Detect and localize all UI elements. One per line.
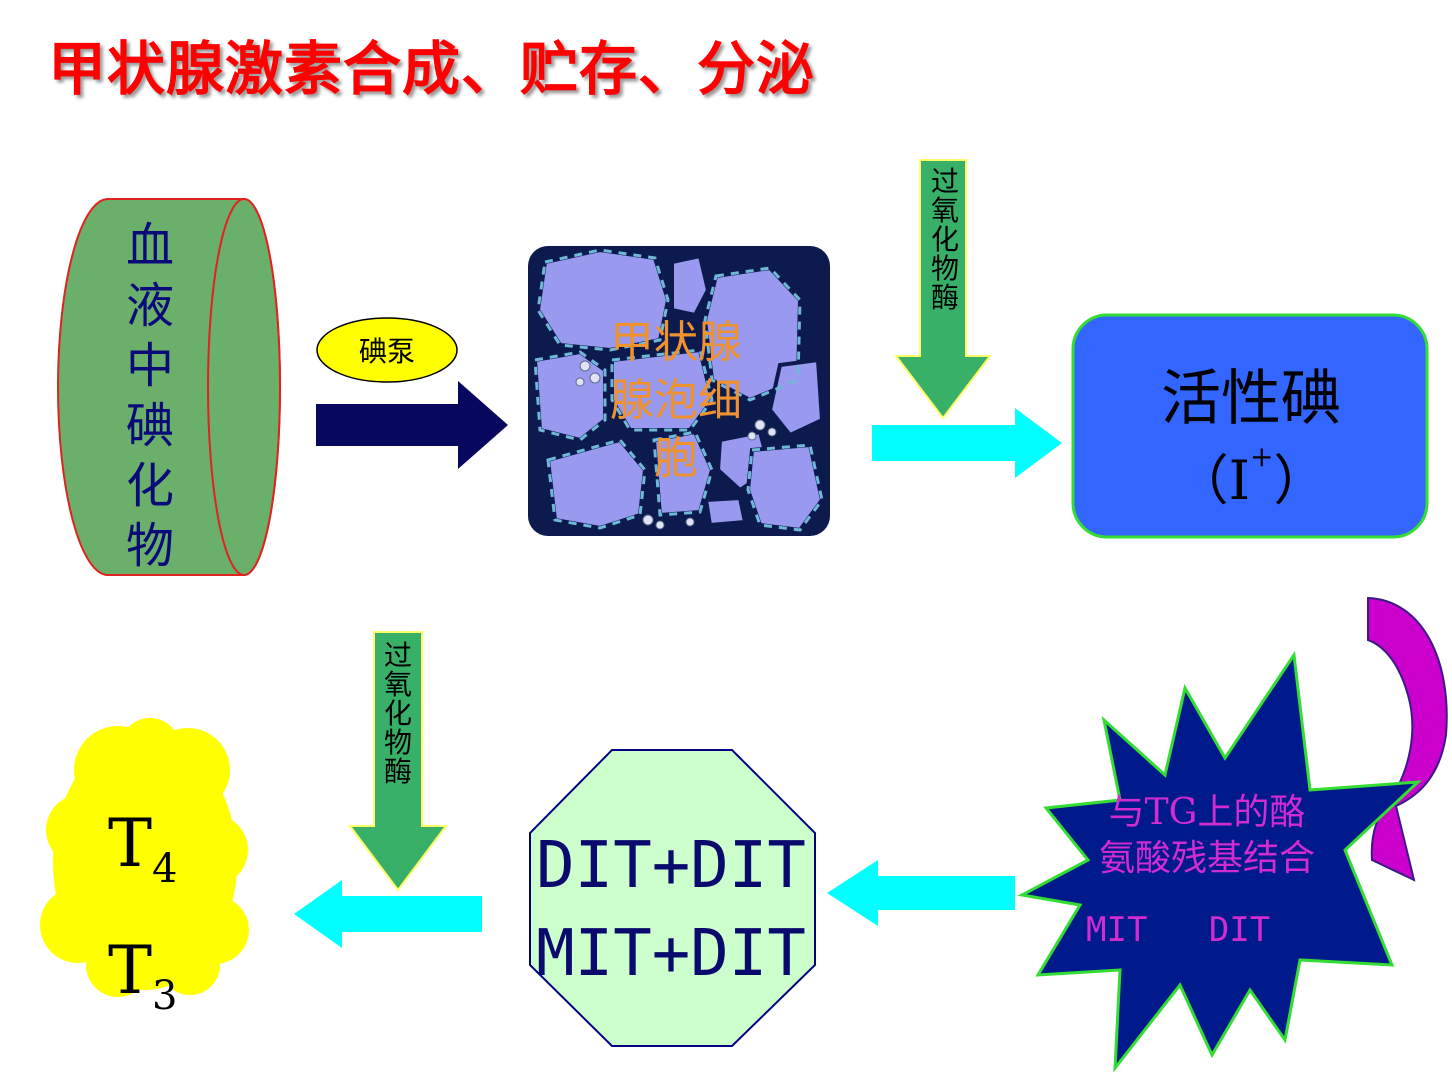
enzyme-arrow-top — [893, 159, 993, 420]
tg-binding-label: 与TG上的酪 氨酸残基结合 — [1098, 792, 1315, 879]
slide-title: 甲状腺激素合成、贮存、分泌 — [48, 35, 816, 103]
enzyme-top-label: 过 氧 化 物 酶 — [930, 165, 959, 314]
coupling-octagon — [529, 749, 816, 1047]
mit-dit-products: MIT DIT — [1086, 910, 1271, 950]
pump-arrow — [316, 381, 508, 469]
t3-label: T3 — [108, 932, 178, 1019]
iodine-pump-label: 碘泵 — [358, 335, 415, 368]
curved-arrow — [1367, 596, 1448, 882]
cyan-arrow-left-2 — [294, 880, 482, 948]
follicle-cell-label: 甲状腺 腺泡细 胞 — [610, 317, 742, 484]
blood-iodide-label: 血 液 中 碘 化 物 — [125, 218, 174, 574]
cyan-arrow-right — [872, 408, 1062, 478]
active-iodine-symbol: （I+） — [1174, 440, 1328, 512]
blood-cylinder — [57, 198, 281, 576]
cyan-arrow-left-1 — [827, 860, 1015, 926]
hormone-cloud — [40, 718, 249, 997]
active-iodine-title: 活性碘 — [1161, 364, 1341, 434]
coupling-label: DIT+DIT MIT+DIT — [536, 829, 806, 991]
enzyme-arrow-bottom — [348, 631, 448, 892]
t4-label: T4 — [108, 805, 178, 892]
iodine-pump-oval — [316, 317, 458, 383]
tg-starburst — [1017, 650, 1423, 1073]
enzyme-bottom-label: 过 氧 化 物 酶 — [383, 639, 412, 788]
active-iodine-box — [1071, 313, 1429, 539]
follicle-cell-image — [528, 246, 830, 536]
